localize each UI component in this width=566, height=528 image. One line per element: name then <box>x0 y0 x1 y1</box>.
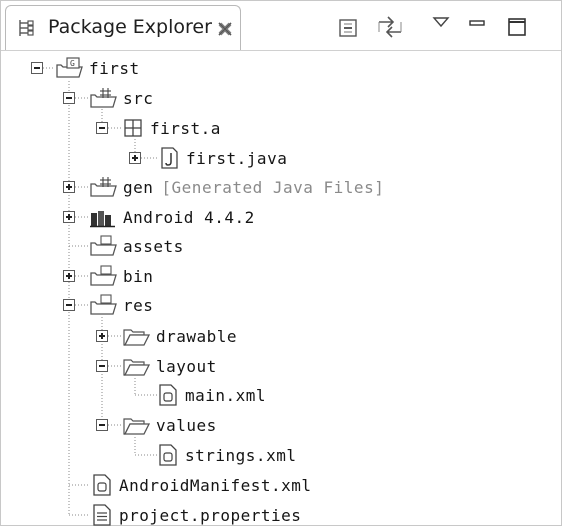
tree-item-label: project.properties <box>119 505 302 525</box>
tree-item-decoration: [Generated Java Files] <box>161 177 385 197</box>
folder-icon <box>90 265 117 286</box>
collapse-toggle-layout[interactable] <box>96 360 108 372</box>
package-icon <box>124 119 142 137</box>
generated-folder-icon <box>90 177 117 197</box>
android-project-icon: G <box>56 57 83 78</box>
xml-file-icon <box>159 444 177 466</box>
tree-item-label: strings.xml <box>185 445 297 465</box>
tree-item-label: first.a <box>150 118 221 138</box>
open-folder-icon <box>123 329 150 346</box>
tree-item-label: drawable <box>156 326 238 346</box>
tree-item-label: src <box>123 88 154 108</box>
tree-item-layout[interactable]: layout <box>122 353 217 379</box>
xml-file-icon <box>159 384 177 406</box>
tree-item-label: bin <box>123 266 154 286</box>
svg-text:G: G <box>70 59 75 68</box>
text-file-icon <box>93 504 111 526</box>
expand-toggle-gen[interactable] <box>63 181 75 193</box>
library-icon <box>90 211 115 228</box>
xml-file-icon <box>93 474 111 496</box>
expand-toggle-drawable[interactable] <box>96 330 108 342</box>
open-folder-icon <box>123 359 150 376</box>
package-explorer-icon <box>19 20 34 36</box>
collapse-toggle-first-a[interactable] <box>96 122 108 134</box>
tree-item-label: res <box>123 295 154 315</box>
tree-item-android-manifest[interactable]: AndroidManifest.xml <box>91 472 312 498</box>
tree-item-label: values <box>156 415 217 435</box>
tree-item-main-xml[interactable]: main.xml <box>157 382 266 408</box>
java-file-icon <box>161 147 178 169</box>
collapse-toggle-values[interactable] <box>96 419 108 431</box>
close-icon[interactable] <box>216 20 234 38</box>
tab-package-explorer[interactable]: Package Explorer <box>5 5 241 51</box>
tree-item-label: Android 4.4.2 <box>123 207 255 227</box>
tree-item-src[interactable]: src <box>89 85 153 111</box>
expand-toggle-first-java[interactable] <box>129 152 141 164</box>
collapse-all-button[interactable] <box>337 17 359 39</box>
tree-item-label: main.xml <box>185 385 267 405</box>
tree-item-label: layout <box>156 356 217 376</box>
tree-item-project-properties[interactable]: project.properties <box>91 502 301 528</box>
source-folder-icon <box>90 88 117 108</box>
tree-item-first[interactable]: G first <box>55 55 140 81</box>
collapse-toggle-res[interactable] <box>63 299 75 311</box>
folder-icon <box>90 294 117 315</box>
maximize-button[interactable] <box>506 16 528 38</box>
tree-item-bin[interactable]: bin <box>89 263 153 289</box>
tree-item-label: first <box>89 58 140 78</box>
tree-item-first-java[interactable]: first.java <box>158 145 287 171</box>
collapse-toggle-src[interactable] <box>63 92 75 104</box>
link-with-editor-button[interactable] <box>375 13 405 41</box>
expand-toggle-bin[interactable] <box>63 270 75 282</box>
tree-item-package-first-a[interactable]: first.a <box>122 115 221 141</box>
open-folder-icon <box>123 418 150 435</box>
view-title: Package Explorer <box>48 16 212 38</box>
header-divider <box>1 50 561 51</box>
tree-item-label: first.java <box>186 148 288 168</box>
tree-item-values[interactable]: values <box>122 412 217 438</box>
collapse-toggle-first[interactable] <box>31 62 43 74</box>
view-menu-button[interactable] <box>431 15 451 29</box>
tree-item-android-library[interactable]: Android 4.4.2 <box>89 204 255 230</box>
tree-item-drawable[interactable]: drawable <box>122 323 237 349</box>
tree-item-strings-xml[interactable]: strings.xml <box>157 442 296 468</box>
expand-toggle-android[interactable] <box>63 211 75 223</box>
tree-item-label: AndroidManifest.xml <box>119 475 312 495</box>
tree-item-gen[interactable]: gen [Generated Java Files] <box>89 174 384 200</box>
project-tree: G first src first.a <box>1 51 561 527</box>
tree-item-label: assets <box>123 236 184 256</box>
view-header: Package Explorer <box>1 1 561 51</box>
tree-item-label: gen <box>123 177 154 197</box>
tree-item-res[interactable]: res <box>89 292 153 318</box>
tree-item-assets[interactable]: assets <box>89 233 184 259</box>
folder-icon <box>90 235 117 256</box>
minimize-button[interactable] <box>467 13 487 33</box>
